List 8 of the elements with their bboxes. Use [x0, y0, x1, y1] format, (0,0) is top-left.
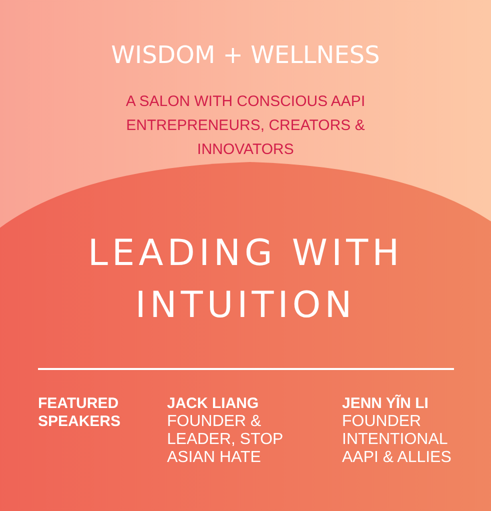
section-heading: FEATURED SPEAKERS [38, 395, 122, 431]
speaker-role: FOUNDER & LEADER, STOP ASIAN HATE [167, 413, 284, 467]
speaker-name: JACK LIANG [167, 395, 260, 413]
event-title: LEADING WITH INTUITION [86, 232, 404, 328]
poster-title: WISDOM + WELLNESS [110, 40, 381, 70]
speaker-name: JENN YĨN LI [342, 395, 430, 413]
speaker-role: FOUNDER INTENTIONAL AAPI & ALLIES [342, 413, 452, 467]
subtitle: A SALON WITH CONSCIOUS AAPI ENTREPRENEURS, CREATORS & INNOVATORS [124, 92, 366, 160]
